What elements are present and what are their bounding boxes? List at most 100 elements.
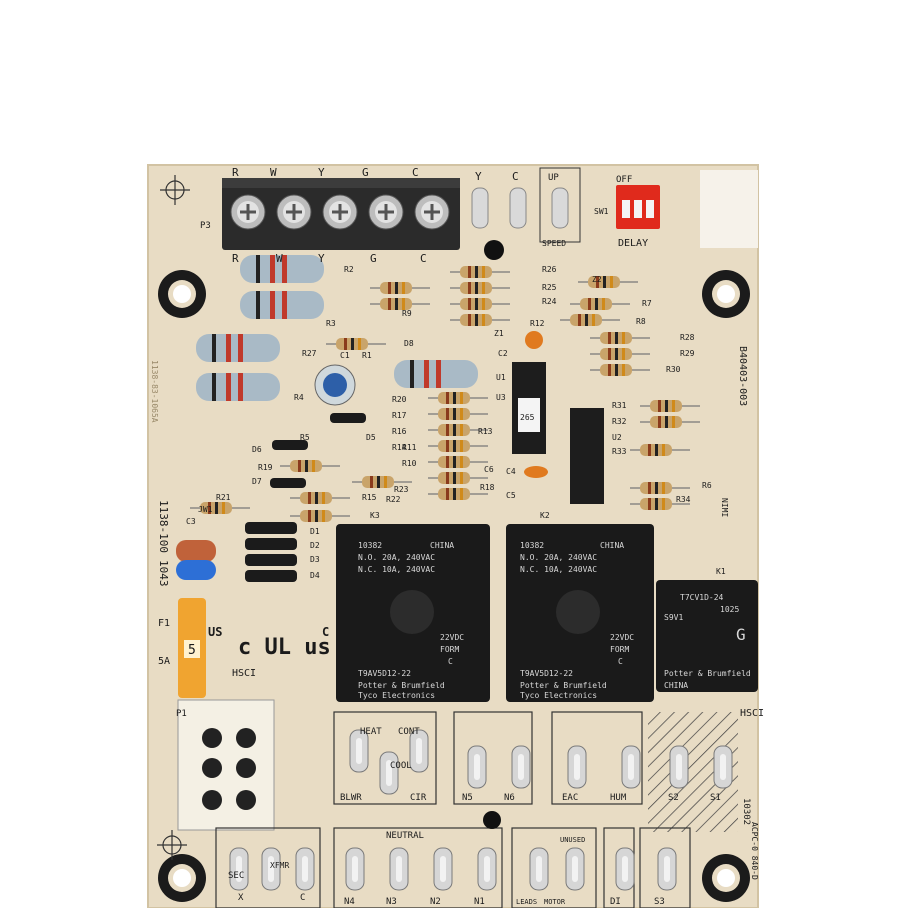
component-ref-label: R25 (542, 283, 557, 292)
component-ref-label: D3 (310, 555, 320, 564)
bottom-label-r: R (232, 252, 239, 265)
term-label-up: UP (548, 173, 559, 183)
small-resistor (370, 282, 430, 294)
component-ref-label: R9 (402, 309, 412, 318)
label-n6: N6 (504, 793, 515, 803)
component-ref-label: R10 (402, 459, 417, 468)
relay2-text-6: FORM (610, 645, 629, 654)
label-motor: MOTOR (544, 898, 566, 906)
component-ref-label: D7 (252, 477, 262, 486)
relay2-text-9: Potter & Brumfield (520, 681, 607, 690)
component-ref-label: C1 (340, 351, 350, 360)
small-resistor (326, 338, 386, 350)
spade-terminal (565, 847, 585, 891)
component-ref-label: R16 (392, 427, 407, 436)
small-resistor (290, 492, 350, 504)
nimi-label: NIMI (720, 498, 729, 517)
component-ref-label: R17 (392, 411, 407, 420)
k3-label: K3 (370, 511, 380, 520)
label-s3: S3 (654, 897, 665, 907)
acpc-label: ACPC-0 840-D (750, 822, 759, 880)
jumper-ref: JW1 (198, 505, 213, 514)
relay-text-10: Tyco Electronics (358, 691, 435, 700)
label-n1: N1 (474, 897, 485, 907)
small-resistor (190, 502, 250, 514)
small-resistor (630, 482, 690, 494)
small-resistor (450, 266, 510, 278)
relay-text-8: T9AV5D12-22 (358, 669, 411, 678)
spade-terminal (669, 745, 689, 789)
connector-ref: P1 (176, 709, 187, 719)
spade-terminal (295, 847, 315, 891)
small-resistor (280, 460, 340, 472)
small-resistor (428, 440, 488, 452)
us-label: US (208, 625, 222, 639)
mounting-holes (157, 175, 750, 902)
bottom-label-c: C (420, 252, 427, 265)
relay-text-2: N.O. 20A, 240VAC (358, 553, 435, 562)
component-ref-label: D1 (310, 527, 320, 536)
label-unused: UNUSED (560, 836, 585, 844)
label-s2: S2 (668, 793, 679, 803)
small-resistor (590, 348, 650, 360)
electrolytic-capacitor (314, 364, 356, 406)
thermostat-terminal-block (222, 178, 460, 250)
delay-dip-switch (616, 185, 660, 229)
label-n4: N4 (344, 897, 355, 907)
spade-terminal (567, 745, 587, 789)
component-ref-label: R18 (480, 483, 495, 492)
component-ref-label: R33 (612, 447, 627, 456)
c-label: C (322, 625, 329, 639)
top-label-g: G (362, 166, 369, 179)
small-resistor (590, 332, 650, 344)
power-resistors (196, 255, 478, 401)
small-resistors (190, 266, 700, 522)
spade-terminal (529, 847, 549, 891)
part-number: B40403-003 (737, 346, 748, 406)
power-connector (177, 699, 275, 831)
component-ref-label: R24 (542, 297, 557, 306)
component-ref-label: R29 (680, 349, 695, 358)
small-resistor (560, 314, 620, 326)
relay2-text-3: N.C. 10A, 240VAC (520, 565, 597, 574)
component-ref-label: R12 (530, 319, 545, 328)
small-resistor (630, 444, 690, 456)
relay2-text-1: 10382 (520, 541, 544, 550)
component-ref-label: R31 (612, 401, 627, 410)
relay-text-1: 10382 (358, 541, 382, 550)
small-resistor (370, 298, 430, 310)
component-ref-label: R27 (302, 349, 317, 358)
component-ref-label: R19 (258, 463, 273, 472)
integrated-circuits (512, 331, 604, 504)
terminal-block-ref: P3 (200, 221, 211, 231)
small-resistor (428, 472, 488, 484)
label-eac: EAC (562, 793, 578, 803)
small-resistor (450, 298, 510, 310)
fuse-value: 5 (188, 643, 196, 658)
board-code-right: 10302 (741, 798, 751, 825)
component-ref-label: R15 (362, 493, 377, 502)
label-di: DI (610, 897, 621, 907)
ic-ref-u2: U2 (612, 433, 622, 442)
bottom-label-g: G (370, 252, 377, 265)
fuse (178, 598, 206, 698)
top-label-c: C (412, 166, 419, 179)
label-cool: COOL (390, 761, 412, 771)
label-x: X (238, 893, 244, 903)
spade-terminal (615, 847, 635, 891)
label-hum: HUM (610, 793, 627, 803)
spade-terminal (657, 847, 677, 891)
component-ref-label: D5 (366, 433, 376, 442)
component-ref-label: R20 (392, 395, 407, 404)
label-cir: CIR (410, 793, 427, 803)
relay-text-9: Potter & Brumfield (358, 681, 445, 690)
spade-terminal (511, 745, 531, 789)
terminal-screw (414, 194, 450, 230)
small-resistor (428, 488, 488, 500)
spade-terminal (345, 847, 365, 891)
component-ref-label: R7 (642, 299, 652, 308)
top-spade-terminals (471, 167, 581, 260)
component-ref-label: R8 (636, 317, 646, 326)
term-label-c: C (512, 170, 519, 183)
